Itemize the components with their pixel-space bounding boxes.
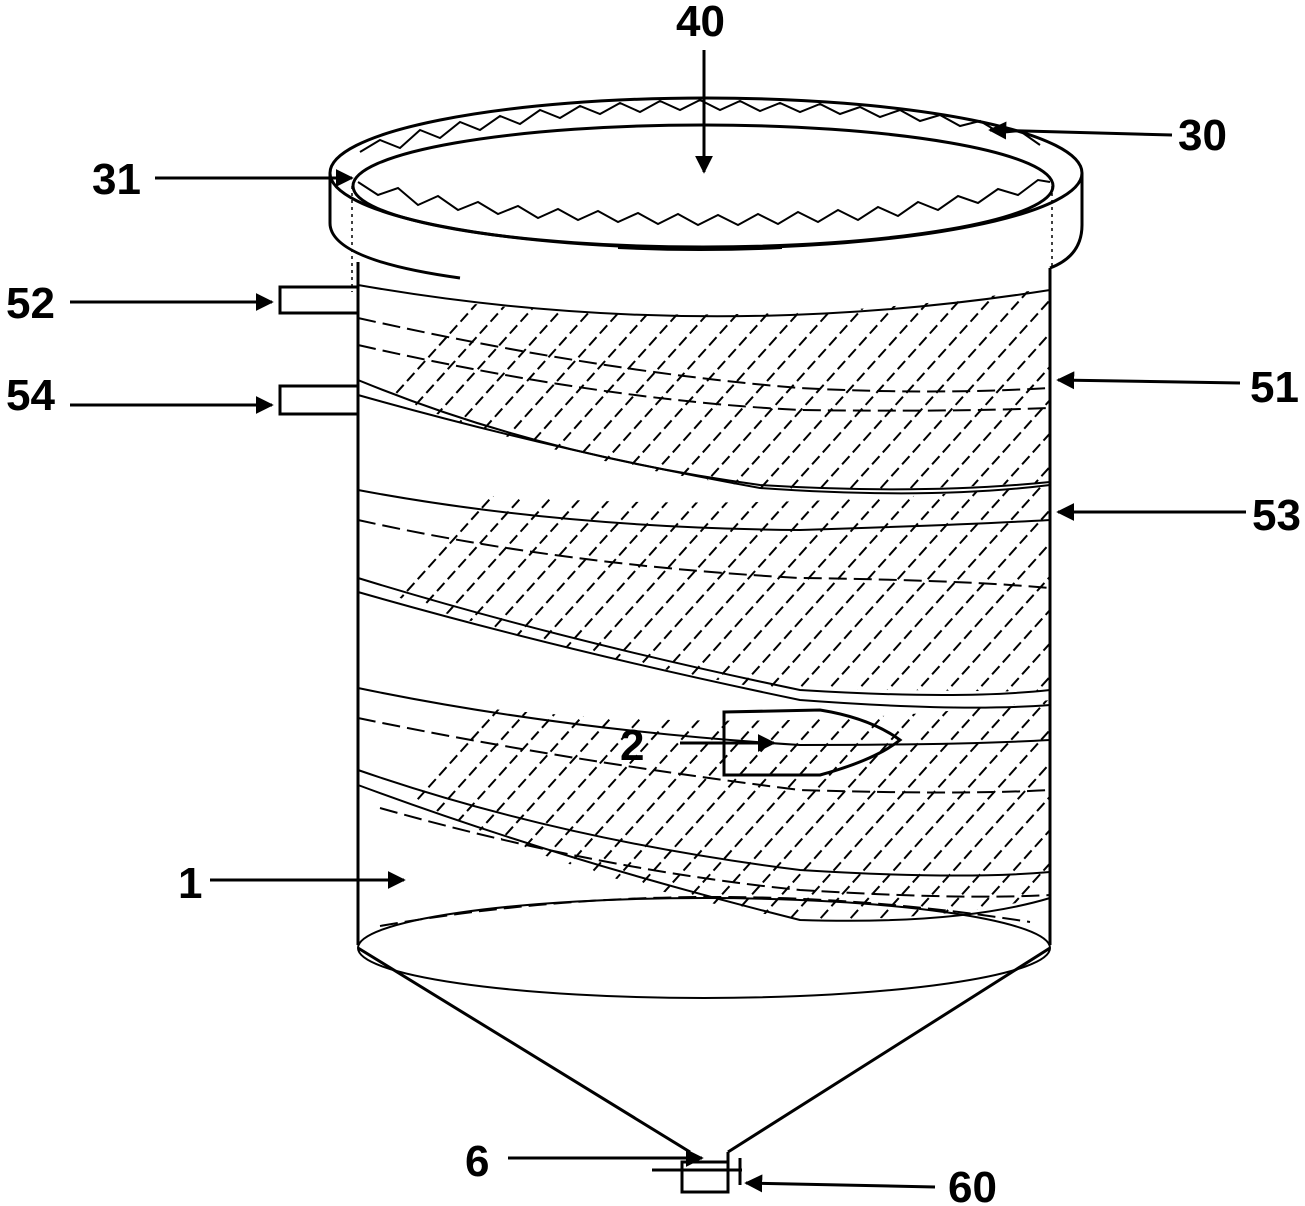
hatch-stroke <box>659 485 868 692</box>
hatch-stroke <box>1080 680 1305 930</box>
hatch-stroke <box>959 288 1050 490</box>
hatch-stroke <box>359 692 586 920</box>
hatch-stroke <box>569 485 778 692</box>
hatch-stroke <box>449 692 676 920</box>
element-2-block <box>722 708 903 777</box>
hatch-stroke <box>959 485 1050 692</box>
hatch-stroke <box>989 288 1050 490</box>
inlet-port-52 <box>278 285 358 315</box>
label-31: 31 <box>92 155 141 204</box>
hatch-stroke <box>599 692 826 920</box>
hatch-stroke <box>929 485 1050 692</box>
label-53: 53 <box>1252 491 1301 540</box>
cylinder-body <box>356 262 1052 999</box>
top-collar <box>328 96 1084 292</box>
hatch-stroke <box>749 485 958 692</box>
hatch-stroke <box>899 485 1050 692</box>
hatch-stroke <box>1049 288 1050 490</box>
hatch-stroke <box>1110 680 1305 930</box>
hatch-stroke <box>809 485 1018 692</box>
hatch-bot <box>358 680 1305 930</box>
hatch-stroke <box>359 288 559 490</box>
hatch-stroke <box>629 692 856 920</box>
hatch-stroke <box>809 288 1009 490</box>
hatch-stroke <box>479 485 688 692</box>
label-54: 54 <box>6 371 55 420</box>
hatch-top <box>358 280 1278 500</box>
hatch-stroke <box>629 288 829 490</box>
hatch-stroke <box>839 288 1039 490</box>
spiral-bands <box>357 317 1051 922</box>
hatch-stroke <box>719 692 946 920</box>
hatch-stroke <box>989 692 1050 920</box>
hatch-stroke <box>869 692 1050 920</box>
hatch-stroke <box>599 485 808 692</box>
label-2: 2 <box>620 721 644 770</box>
hatch-stroke <box>1140 680 1305 930</box>
hatch-stroke <box>779 485 988 692</box>
zigzag-seal <box>357 98 1051 227</box>
hatch-stroke <box>358 485 538 692</box>
hatch-stroke <box>359 485 568 692</box>
hatch-stroke <box>539 692 766 920</box>
inlet-port-54 <box>278 384 358 416</box>
hatch-stroke <box>869 485 1050 692</box>
hatch-stroke <box>869 288 1050 490</box>
hatch-stroke <box>539 288 739 490</box>
hatch-stroke <box>599 288 799 490</box>
hatch-stroke <box>779 692 1006 920</box>
hatch-stroke <box>389 485 598 692</box>
hatch-stroke <box>1080 280 1278 500</box>
hatch-stroke <box>779 288 979 490</box>
hatch-stroke <box>659 288 859 490</box>
hatch-stroke <box>358 288 529 490</box>
hatch-stroke <box>509 692 736 920</box>
hatch-stroke <box>719 485 928 692</box>
hatch-stroke <box>358 288 499 490</box>
hatch-stroke <box>929 288 1050 490</box>
hatch-stroke <box>689 485 898 692</box>
hatch-stroke <box>899 288 1050 490</box>
label-40: 40 <box>676 0 725 46</box>
hatch-stroke <box>689 692 916 920</box>
hatch-stroke <box>749 692 976 920</box>
hatch-stroke <box>1049 692 1050 920</box>
hatch-stroke <box>1019 692 1050 920</box>
hatch-stroke <box>989 485 1050 692</box>
hatch-stroke <box>719 288 919 490</box>
cone-bottom <box>357 946 1051 1194</box>
hatch-stroke <box>569 692 796 920</box>
hatch-stroke <box>809 692 1036 920</box>
leader-arrows <box>70 50 1246 1193</box>
label-60: 60 <box>948 1163 997 1206</box>
hatch-stroke <box>839 485 1048 692</box>
hatch-stroke <box>358 485 508 692</box>
hatch-stroke <box>389 288 589 490</box>
label-6: 6 <box>465 1137 489 1186</box>
hatch-stroke <box>449 485 658 692</box>
hatch-stroke <box>479 692 706 920</box>
label-1: 1 <box>178 859 202 908</box>
hatch-stroke <box>1049 485 1050 692</box>
hatch-stroke <box>899 692 1050 920</box>
hatch-stroke <box>959 692 1050 920</box>
hatch-stroke <box>749 288 949 490</box>
hatch-stroke <box>689 288 889 490</box>
hatch-stroke <box>389 692 616 920</box>
hatch-mid <box>358 485 1050 692</box>
label-52: 52 <box>6 279 55 328</box>
hatch-stroke <box>929 692 1050 920</box>
label-30: 30 <box>1178 111 1227 160</box>
hatch-stroke <box>539 485 748 692</box>
hatch-stroke <box>659 692 886 920</box>
label-51: 51 <box>1250 363 1299 412</box>
hatch-stroke <box>839 692 1050 920</box>
